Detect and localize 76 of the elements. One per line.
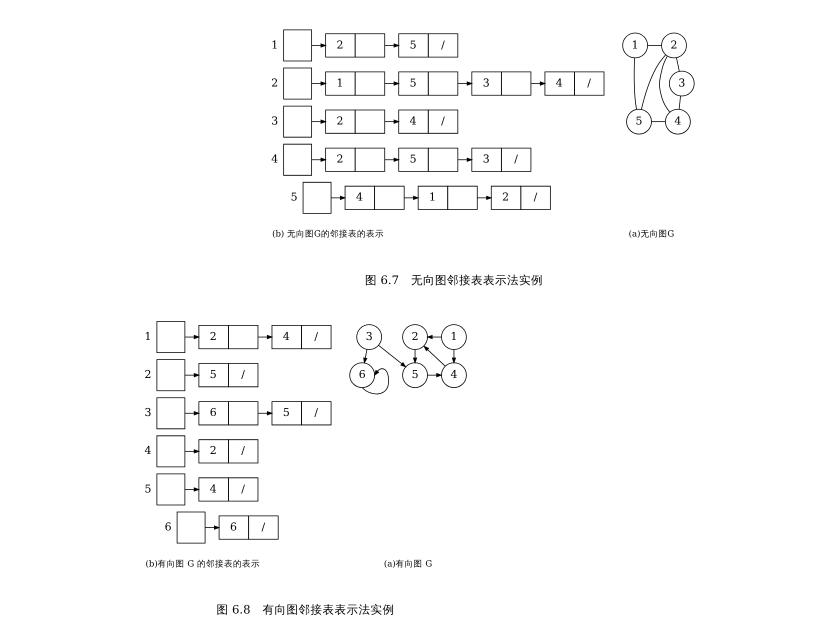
node-box (156, 435, 186, 468)
connector (634, 58, 637, 110)
arrow (378, 345, 406, 368)
label: (b)有向图 G 的邻接表的表示 (146, 559, 260, 570)
arrow (458, 81, 473, 86)
node-box (176, 512, 206, 544)
label: (b) 无向图G的邻接表的表示 (272, 230, 384, 240)
node-circle: 5 (402, 362, 428, 388)
arrow (184, 487, 200, 492)
arrow (184, 334, 200, 340)
connector (651, 121, 666, 122)
arrow (423, 346, 446, 367)
label: 图 6.8 有向图邻接表表示法实例 (216, 602, 395, 616)
node-box (156, 321, 186, 353)
arrow (184, 449, 200, 454)
arrow (427, 372, 443, 378)
connector (659, 56, 670, 112)
node-label: 3 (144, 406, 152, 420)
arrow (311, 43, 327, 48)
arrow (426, 334, 442, 340)
node-box (156, 474, 186, 506)
node-box (302, 182, 332, 214)
node-label: 2 (271, 76, 278, 90)
label: (a)有向图 G (384, 559, 432, 570)
arrow (311, 81, 327, 86)
arrow (458, 158, 473, 162)
node-label: 5 (144, 482, 152, 496)
node-box (283, 144, 312, 176)
node-box (156, 397, 186, 430)
node-circle: 2 (661, 32, 687, 58)
label: (a)无向图G (628, 230, 674, 240)
arrow (404, 196, 420, 200)
node-label: 6 (164, 520, 172, 534)
arrow (384, 81, 400, 86)
node-label: 3 (271, 114, 278, 128)
node-box (283, 106, 312, 138)
node-label: 5 (290, 190, 298, 204)
node-box (283, 68, 312, 100)
label: 图 6.7 无向图邻接表表示法实例 (364, 272, 544, 287)
connector (676, 57, 680, 72)
connector (678, 96, 681, 110)
connector (641, 54, 666, 110)
node-label: 4 (144, 444, 152, 458)
arrow (384, 158, 400, 162)
arrow (258, 334, 274, 340)
node-label: 2 (144, 368, 152, 382)
node-circle: 1 (622, 32, 648, 58)
node-circle: 1 (441, 324, 467, 350)
node-circle: 5 (626, 108, 652, 134)
arrow (384, 43, 400, 48)
arrow (184, 372, 200, 378)
node-circle: 4 (665, 108, 691, 134)
node-box (283, 30, 312, 62)
connector (647, 45, 662, 46)
arrow (204, 525, 220, 530)
node-circle: 4 (441, 362, 467, 388)
arrow (311, 119, 327, 124)
arrow (477, 196, 492, 200)
node-label: 1 (144, 330, 152, 343)
arrow (311, 158, 327, 162)
arrow (330, 196, 346, 200)
arrow (258, 411, 274, 416)
node-circle: 6 (349, 362, 375, 388)
arrow (452, 349, 456, 364)
arrow (363, 349, 368, 364)
node-circle: 2 (402, 324, 428, 350)
arrow (384, 119, 400, 124)
arrow (530, 81, 546, 86)
node-circle: 3 (668, 70, 695, 96)
arrow (184, 411, 200, 416)
node-label: 1 (271, 38, 278, 52)
node-box (156, 359, 186, 392)
node-circle: 3 (356, 324, 382, 350)
node-label: 4 (271, 152, 278, 166)
arrow (362, 368, 389, 394)
arrow (412, 349, 418, 364)
